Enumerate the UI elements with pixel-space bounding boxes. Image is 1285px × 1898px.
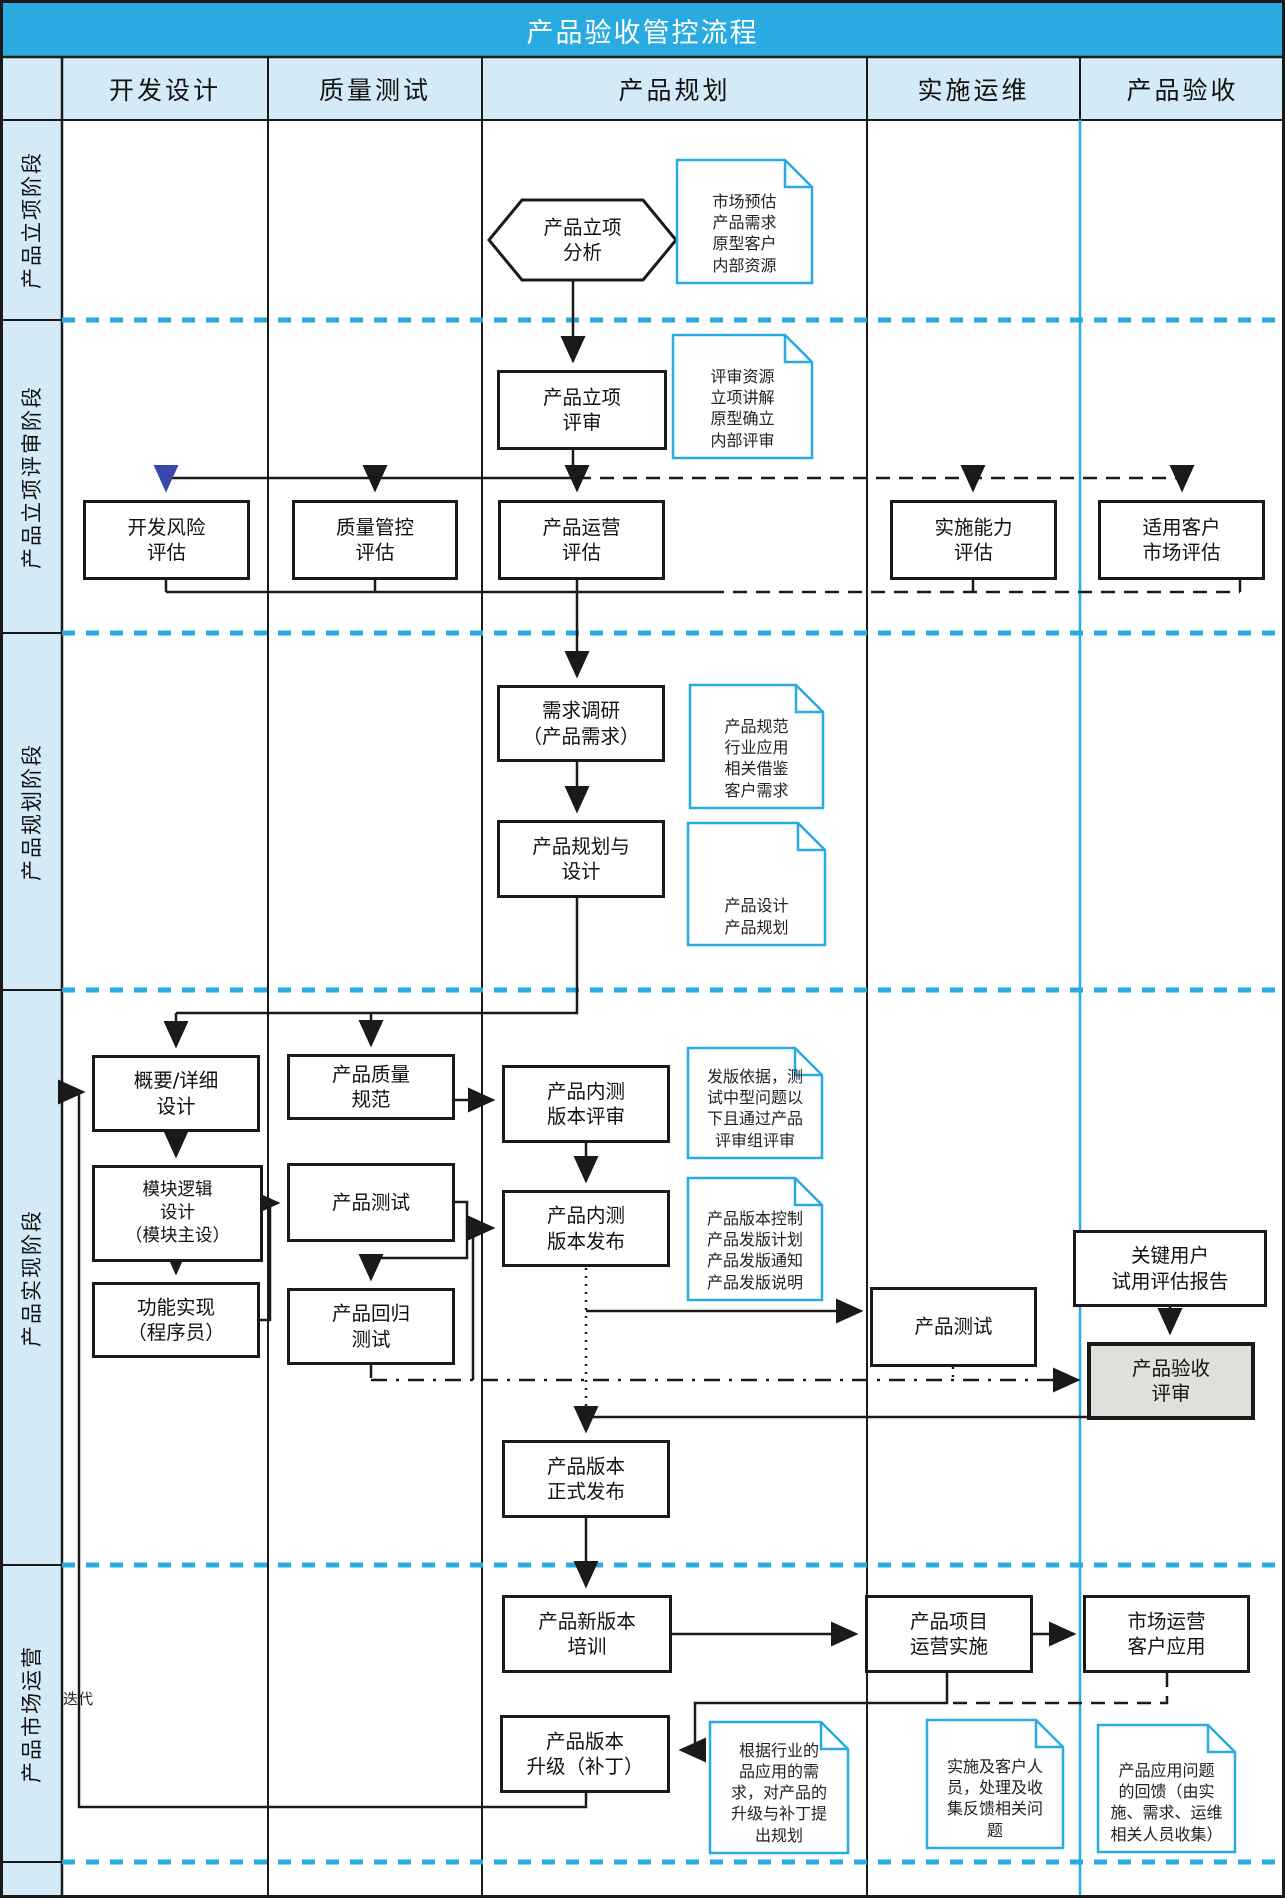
note-research-inputs: 产品规范 行业应用 相关借鉴 客户需求: [724, 716, 789, 800]
node-key-user-trial-report: 关键用户 试用评估报告: [1073, 1230, 1267, 1307]
node-project-operation-implementation: 产品项目 运营实施: [865, 1595, 1033, 1673]
node-official-version-release: 产品版本 正式发布: [502, 1440, 670, 1518]
row-label-market-operation-phase: 产品市场运营: [20, 1644, 44, 1783]
node-product-test-qa: 产品测试: [287, 1163, 455, 1242]
row-label-realization-phase: 产品实现阶段: [20, 1208, 44, 1347]
node-initiation-review: 产品立项 评审: [497, 370, 667, 450]
node-initiation-analysis: 产品立项 分析: [543, 215, 622, 264]
note-upgrade-planning: 根据行业的 品应用的需 求，对产品的 升级与补丁提 出规划: [730, 1740, 827, 1845]
node-implementation-capability-evaluation: 实施能力 评估: [890, 500, 1057, 580]
note-initiation-inputs: 市场预估 产品需求 原型客户 内部资源: [712, 191, 777, 275]
node-product-quality-spec: 产品质量 规范: [287, 1054, 455, 1120]
note-design-outputs: 产品设计 产品规划: [724, 896, 789, 937]
column-header-quality-test: 质量测试: [318, 75, 431, 105]
node-new-version-training: 产品新版本 培训: [502, 1595, 672, 1673]
node-outline-detail-design: 概要/详细 设计: [92, 1055, 260, 1132]
node-market-operation-customer-app: 市场运营 客户应用: [1083, 1595, 1250, 1673]
node-quality-control-evaluation: 质量管控 评估: [292, 500, 458, 580]
node-product-acceptance-review: 产品验收 评审: [1087, 1342, 1255, 1420]
page-title: 产品验收管控流程: [526, 17, 759, 49]
node-requirement-research: 需求调研 （产品需求）: [497, 685, 665, 762]
node-regression-test: 产品回归 测试: [287, 1288, 455, 1365]
node-module-logic-design: 模块逻辑 设计 （模块主设）: [92, 1165, 263, 1262]
node-beta-version-review: 产品内测 版本评审: [502, 1065, 670, 1143]
note-review-inputs: 评审资源 立项讲解 原型确立 内部评审: [710, 366, 775, 450]
column-header-dev-design: 开发设计: [108, 75, 221, 105]
note-release-documents: 产品版本控制 产品发版计划 产品发版通知 产品发版说明: [706, 1208, 803, 1292]
note-feedback-collection: 实施及客户人 员，处理及收 集反馈相关问 题: [946, 1756, 1043, 1840]
iteration-label: 迭代: [63, 1690, 94, 1708]
node-function-implementation: 功能实现 （程序员）: [92, 1282, 260, 1358]
note-application-issue-feedback: 产品应用问题 的回馈（由实 施、需求、运维 相关人员收集）: [1110, 1760, 1223, 1844]
column-header-implementation-ops: 实施运维: [917, 75, 1030, 105]
row-label-initiation-phase: 产品立项阶段: [20, 151, 44, 289]
column-header-product-acceptance: 产品验收: [1126, 75, 1239, 105]
row-label-initiation-review-phase: 产品立项评审阶段: [20, 384, 44, 569]
node-product-operation-evaluation: 产品运营 评估: [498, 500, 665, 580]
node-dev-risk-evaluation: 开发风险 评估: [83, 500, 250, 580]
node-product-test-ops: 产品测试: [870, 1287, 1037, 1367]
row-label-planning-phase: 产品规划阶段: [20, 742, 44, 881]
note-release-basis: 发版依据，测 试中型问题以 下且通过产品 评审组评审: [706, 1066, 803, 1150]
node-product-planning-design: 产品规划与 设计: [497, 820, 665, 898]
node-customer-market-evaluation: 适用客户 市场评估: [1098, 500, 1265, 580]
column-header-product-planning: 产品规划: [618, 75, 731, 105]
node-version-upgrade-patch: 产品版本 升级（补丁）: [500, 1715, 670, 1793]
node-beta-version-release: 产品内测 版本发布: [502, 1190, 670, 1267]
